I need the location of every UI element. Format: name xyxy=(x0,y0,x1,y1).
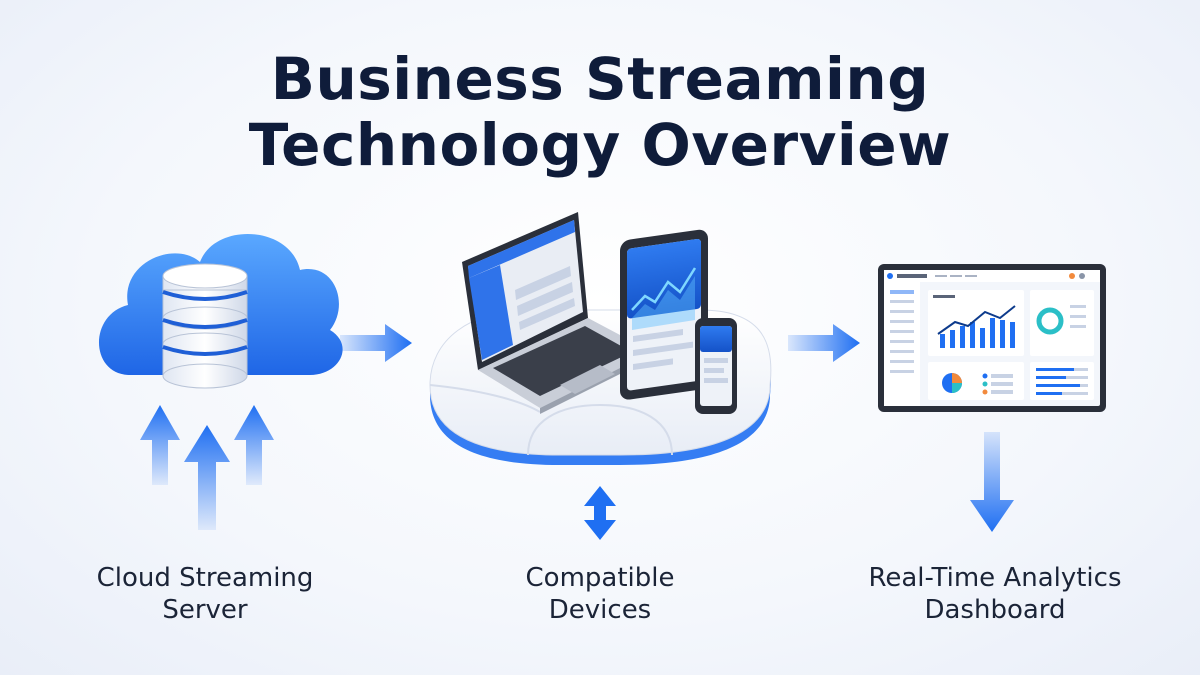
flow-arrow-down xyxy=(970,432,1014,532)
flow-arrow-right-2 xyxy=(788,324,860,362)
label-devices-line-1: Compatible xyxy=(525,563,675,593)
analytics-dashboard-icon xyxy=(878,264,1106,412)
cloud-database-icon xyxy=(98,233,343,389)
label-analytics-line-2: Dashboard xyxy=(924,595,1066,625)
title-line-2: Technology Overview xyxy=(248,111,952,179)
upload-arrows-icon xyxy=(140,405,274,530)
label-cloud-streaming-server: Cloud Streaming Server xyxy=(40,562,370,626)
label-real-time-analytics-dashboard: Real-Time Analytics Dashboard xyxy=(820,562,1170,626)
label-analytics-line-1: Real-Time Analytics xyxy=(868,563,1122,593)
phone-icon xyxy=(695,318,737,414)
sync-arrow-icon xyxy=(584,486,616,540)
label-cloud-line-2: Server xyxy=(162,595,248,625)
label-cloud-line-1: Cloud Streaming xyxy=(96,563,314,593)
tablet-icon xyxy=(620,229,708,400)
page-title: Business Streaming Technology Overview xyxy=(0,46,1200,178)
label-devices-line-2: Devices xyxy=(548,595,652,625)
title-line-1: Business Streaming xyxy=(270,45,930,113)
flow-arrow-right-1 xyxy=(340,324,412,362)
devices-platform-icon xyxy=(429,212,772,465)
label-compatible-devices: Compatible Devices xyxy=(430,562,770,626)
